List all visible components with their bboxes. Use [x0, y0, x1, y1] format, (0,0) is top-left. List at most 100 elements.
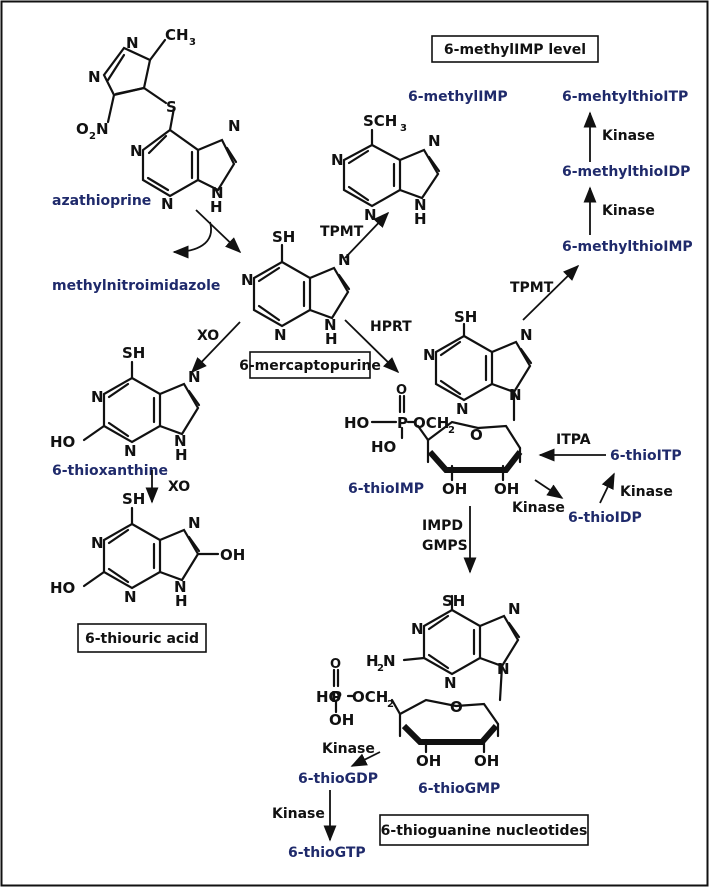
- atom-n: N: [520, 326, 533, 344]
- atom-ho: HO: [50, 579, 75, 597]
- atom-n: N: [411, 620, 424, 638]
- thioxanthine-structure: [82, 360, 201, 444]
- atom-oh: OH: [329, 711, 354, 729]
- atom-o: O: [450, 698, 463, 716]
- enzyme-gmps: GMPS: [422, 538, 468, 554]
- enzyme-kinase: Kinase: [272, 806, 325, 822]
- atom-sh: SH: [454, 308, 477, 326]
- atom-h: H: [175, 592, 188, 610]
- atom-subscript: 3: [400, 123, 407, 134]
- thiouric-acid-structure: [82, 506, 220, 590]
- atom-sh: SH: [122, 344, 145, 362]
- arrow-6mp-to-methylimp: [344, 211, 390, 259]
- enzyme-xo: XO: [197, 328, 219, 344]
- compound-6-thioimp: 6-thioIMP: [348, 481, 424, 497]
- enzyme-hprt: HPRT: [370, 319, 412, 335]
- compound-6-methylthioimp: 6-methylthioIMP: [562, 239, 693, 255]
- atom-o: O: [470, 426, 483, 444]
- compound-6-methylimp: 6-methylIMP: [408, 89, 508, 105]
- compound-6-thiogdp: 6-thioGDP: [298, 771, 378, 787]
- atom-n: N: [364, 206, 377, 224]
- atom-oh: OH: [416, 752, 441, 770]
- atom-n: N: [444, 674, 457, 692]
- atom-n: N: [331, 151, 344, 169]
- atom-n: N: [383, 652, 396, 670]
- enzyme-kinase: Kinase: [620, 484, 673, 500]
- thiogmp-structure: [332, 594, 521, 754]
- box-6-thiouric-acid: [77, 623, 207, 653]
- atom-n: N: [428, 132, 441, 150]
- atom-n: N: [423, 346, 436, 364]
- azathioprine-structure: [102, 38, 238, 198]
- enzyme-xo: XO: [168, 479, 190, 495]
- atom-n: N: [456, 400, 469, 418]
- box-6-thiouric-acid-label: 6-thiouric acid: [85, 631, 199, 647]
- box-6-mercaptopurine-label: 6-mercaptopurine: [239, 358, 381, 374]
- atom-sh: SH: [122, 490, 145, 508]
- atom-n: N: [509, 386, 522, 404]
- mercaptopurine-structure: [252, 243, 351, 328]
- compound-methylnitroimidazole: methylnitroimidazole: [52, 278, 220, 294]
- compound-6-mehtylthioitp: 6-mehtylthioITP: [562, 89, 688, 105]
- atom-n: N: [174, 432, 187, 450]
- atom-o: O: [76, 120, 89, 138]
- atom-oh: OH: [442, 480, 467, 498]
- arrow-release-mni: [172, 221, 212, 259]
- atom-oh: OH: [474, 752, 499, 770]
- arrow-thioimp-to-thioidp: [534, 479, 564, 499]
- enzyme-tpmt: TPMT: [320, 224, 364, 240]
- atom-n: N: [88, 68, 101, 86]
- atom-h: H: [414, 210, 427, 228]
- atom-ho: HO: [316, 688, 341, 706]
- enzyme-kinase: Kinase: [512, 500, 565, 516]
- atom-ch3: CH: [165, 26, 189, 44]
- compound-azathioprine: azathioprine: [52, 193, 151, 209]
- atom-n: N: [126, 34, 139, 52]
- atom-o: O: [330, 657, 341, 672]
- atom-subscript: 3: [189, 37, 196, 48]
- atom-n: N: [91, 534, 104, 552]
- thioimp-structure: [370, 322, 533, 482]
- atom-p: P: [331, 688, 342, 706]
- atom-h: H: [175, 446, 188, 464]
- atom-n: N: [274, 326, 287, 344]
- atom-n: N: [161, 195, 174, 213]
- atom-sh: SH: [442, 592, 465, 610]
- compound-6-thiogmp: 6-thioGMP: [418, 781, 500, 797]
- atom-och2: OCH: [413, 414, 449, 432]
- box-thioguanine-nucleotides: [379, 814, 589, 846]
- atom-h2n: H: [366, 652, 379, 670]
- box-thioguanine-nucleotides-label: 6-thioguanine nucleotides: [381, 823, 588, 839]
- enzyme-impd: IMPD: [422, 518, 463, 534]
- atom-n: N: [211, 184, 224, 202]
- enzyme-tpmt: TPMT: [510, 280, 554, 296]
- box-6-mercaptopurine: [249, 351, 371, 379]
- atom-n: N: [414, 196, 427, 214]
- atom-och2: OCH: [352, 688, 388, 706]
- atom-ho: HO: [50, 433, 75, 451]
- arrow-6mp-to-thioimp: [344, 319, 400, 374]
- enzyme-kinase: Kinase: [602, 203, 655, 219]
- atom-subscript: 2: [377, 663, 384, 674]
- enzyme-kinase: Kinase: [602, 128, 655, 144]
- atom-n: N: [188, 368, 201, 386]
- atom-o: O: [396, 383, 407, 398]
- atom-subscript: 2: [89, 131, 96, 142]
- atom-n: N: [96, 120, 109, 138]
- atom-subscript: 2: [387, 699, 394, 710]
- box-methylimp-level-label: 6-methylIMP level: [444, 42, 586, 58]
- compound-6-methylthioidp: 6-methylthioIDP: [562, 164, 690, 180]
- atom-oh: OH: [494, 480, 519, 498]
- atom-subscript: 2: [448, 425, 455, 436]
- arrow-6mp-to-thioxanthine: [190, 321, 241, 374]
- atom-sch3: SCH: [363, 112, 397, 130]
- arrow-aza-to-6mp: [195, 209, 242, 254]
- atom-sh: SH: [272, 228, 295, 246]
- atom-s: S: [166, 98, 177, 116]
- atom-oh: OH: [220, 546, 245, 564]
- atom-p: P: [397, 414, 408, 432]
- enzyme-itpa: ITPA: [556, 432, 591, 448]
